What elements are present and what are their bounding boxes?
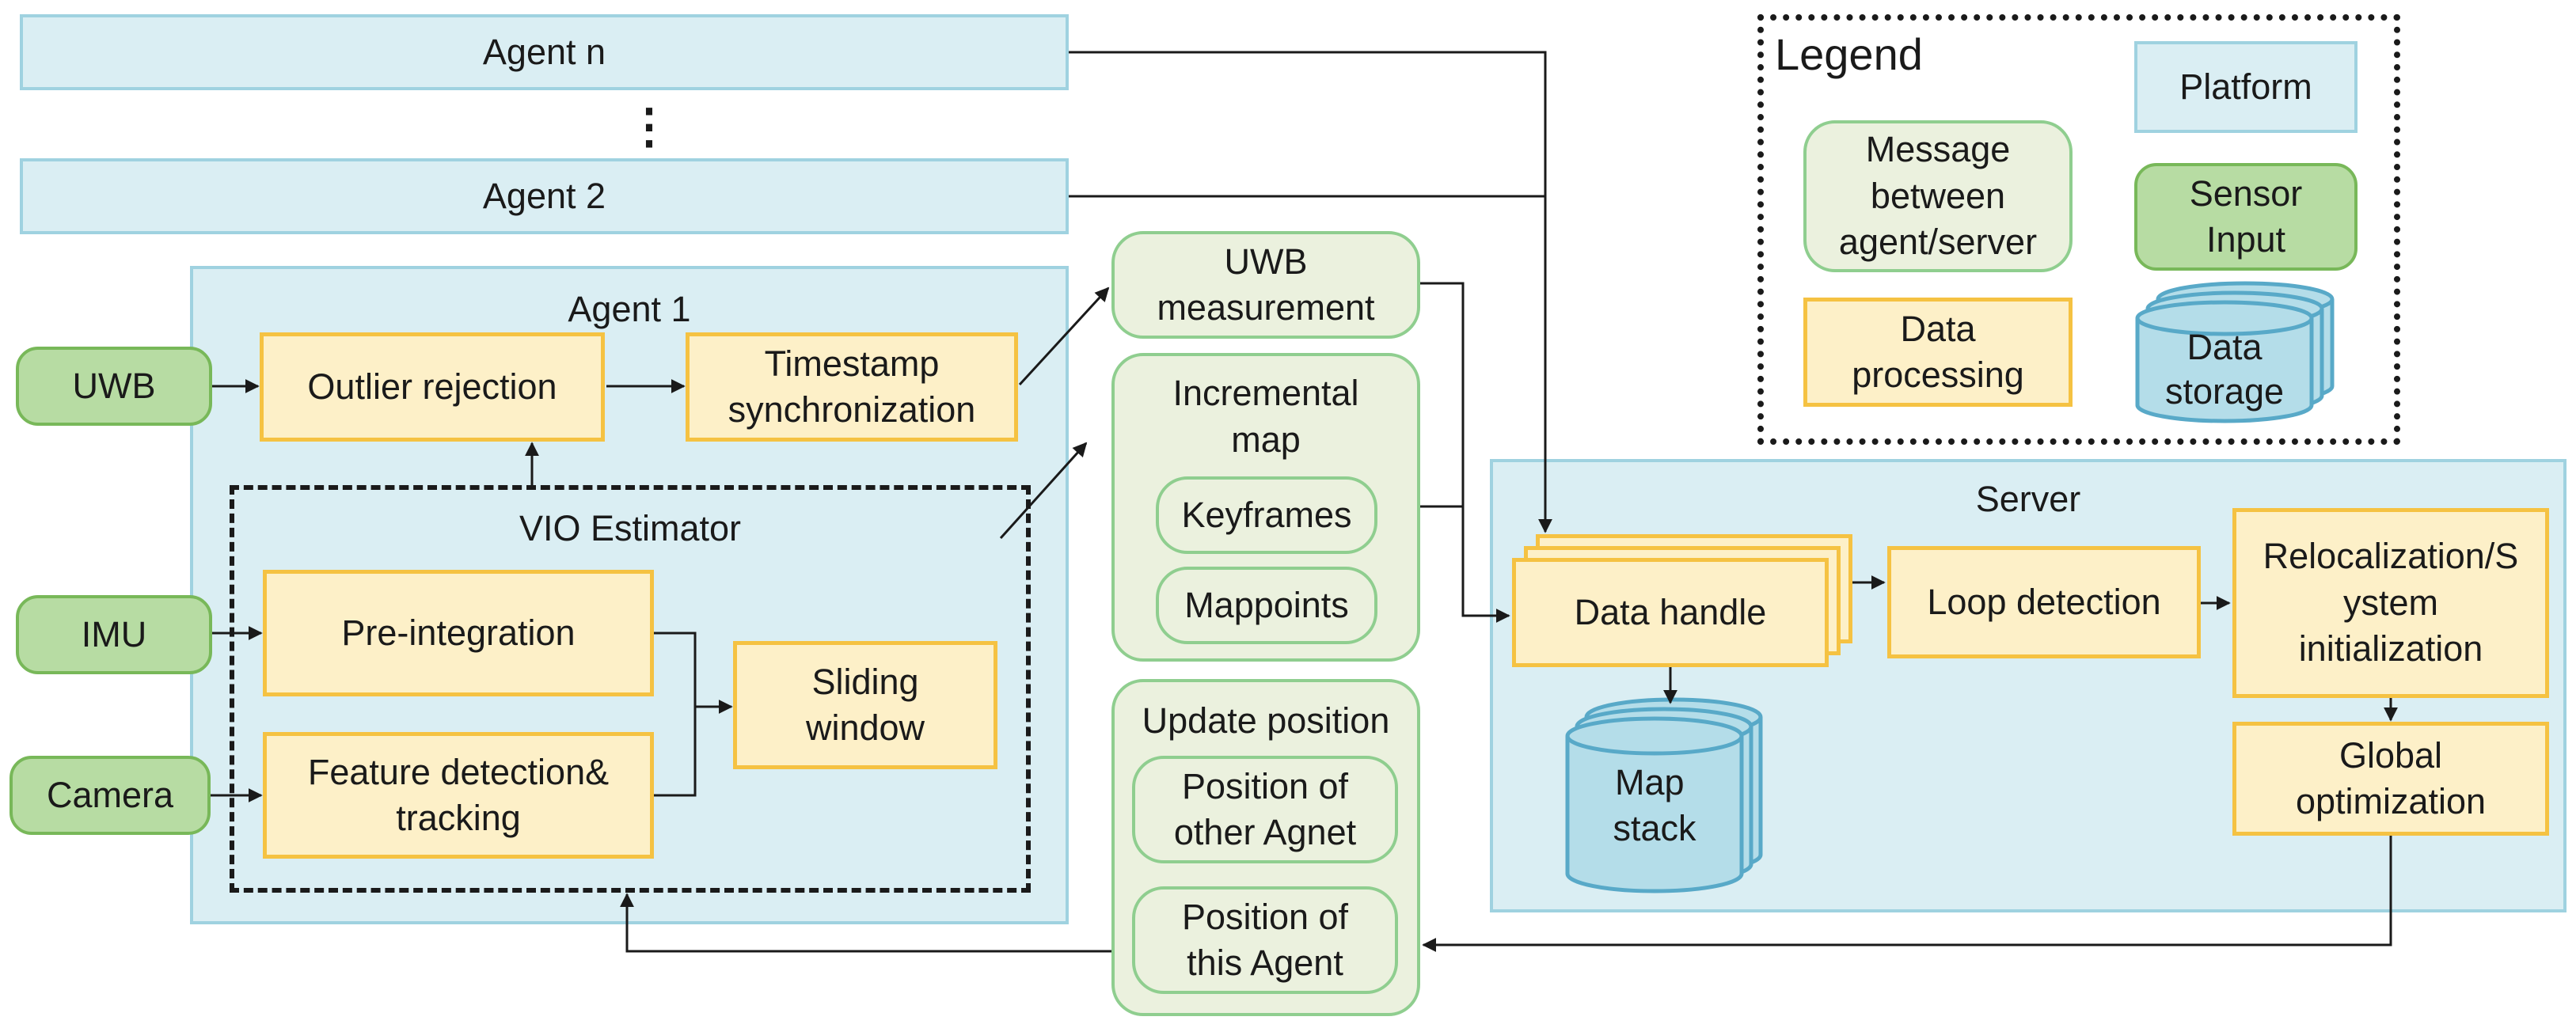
data-handle-box: Data handle	[1512, 558, 1829, 667]
agent-2-platform: Agent 2	[20, 158, 1069, 234]
legend-message-label: Message between agent/server	[1838, 129, 2038, 263]
position-other-agent-message: Position of other Agnet	[1132, 756, 1398, 863]
agent-n-label: Agent n	[482, 31, 606, 72]
agent-1-label: Agent 1	[568, 289, 691, 329]
timestamp-sync-box: Timestamp synchronization	[686, 332, 1018, 442]
agents-ellipsis: ⋮	[625, 100, 673, 153]
legend-sensor-swatch: Sensor Input	[2134, 163, 2358, 271]
mappoints-label: Mappoints	[1184, 584, 1349, 625]
keyframes-label: Keyframes	[1181, 494, 1352, 535]
vio-estimator-label: VIO Estimator	[519, 508, 742, 548]
imu-sensor: IMU	[16, 595, 212, 674]
position-this-agent-label: Position of this Agent	[1181, 896, 1349, 984]
uwb-measurement-label: UWB measurement	[1157, 241, 1375, 328]
update-position-label: Update position	[1142, 700, 1390, 741]
outlier-rejection-box: Outlier rejection	[260, 332, 605, 442]
legend-title: Legend	[1775, 29, 1923, 79]
global-optimization-box: Global optimization	[2232, 722, 2549, 836]
incremental-map-label: Incremental map	[1172, 373, 1359, 460]
camera-sensor: Camera	[9, 756, 211, 835]
legend-message-swatch: Message between agent/server	[1803, 120, 2073, 272]
server-label: Server	[1975, 479, 2081, 519]
loop-detection-box: Loop detection	[1887, 546, 2201, 658]
position-this-agent-message: Position of this Agent	[1132, 886, 1398, 994]
feature-detection-box: Feature detection& tracking	[263, 732, 654, 859]
uwb-sensor: UWB	[16, 347, 212, 426]
legend-sensor-label: Sensor Input	[2189, 173, 2303, 260]
position-other-agent-label: Position of other Agnet	[1173, 765, 1357, 853]
legend-box	[1757, 14, 2400, 445]
sliding-window-box: Sliding window	[733, 641, 997, 769]
agent-2-label: Agent 2	[482, 175, 606, 216]
uwb-measurement-message: UWB measurement	[1111, 231, 1420, 339]
vio-estimator-region: VIO Estimator	[230, 485, 1031, 893]
keyframes-message: Keyframes	[1156, 476, 1377, 554]
mappoints-message: Mappoints	[1156, 567, 1377, 644]
legend-platform-label: Platform	[2179, 66, 2312, 107]
relocalization-box: Relocalization/S ystem initialization	[2232, 508, 2549, 698]
legend-platform-swatch: Platform	[2134, 41, 2358, 133]
legend-processing-swatch: Data processing	[1803, 298, 2073, 407]
preintegration-box: Pre-integration	[263, 570, 654, 696]
agent-n-platform: Agent n	[20, 14, 1069, 90]
